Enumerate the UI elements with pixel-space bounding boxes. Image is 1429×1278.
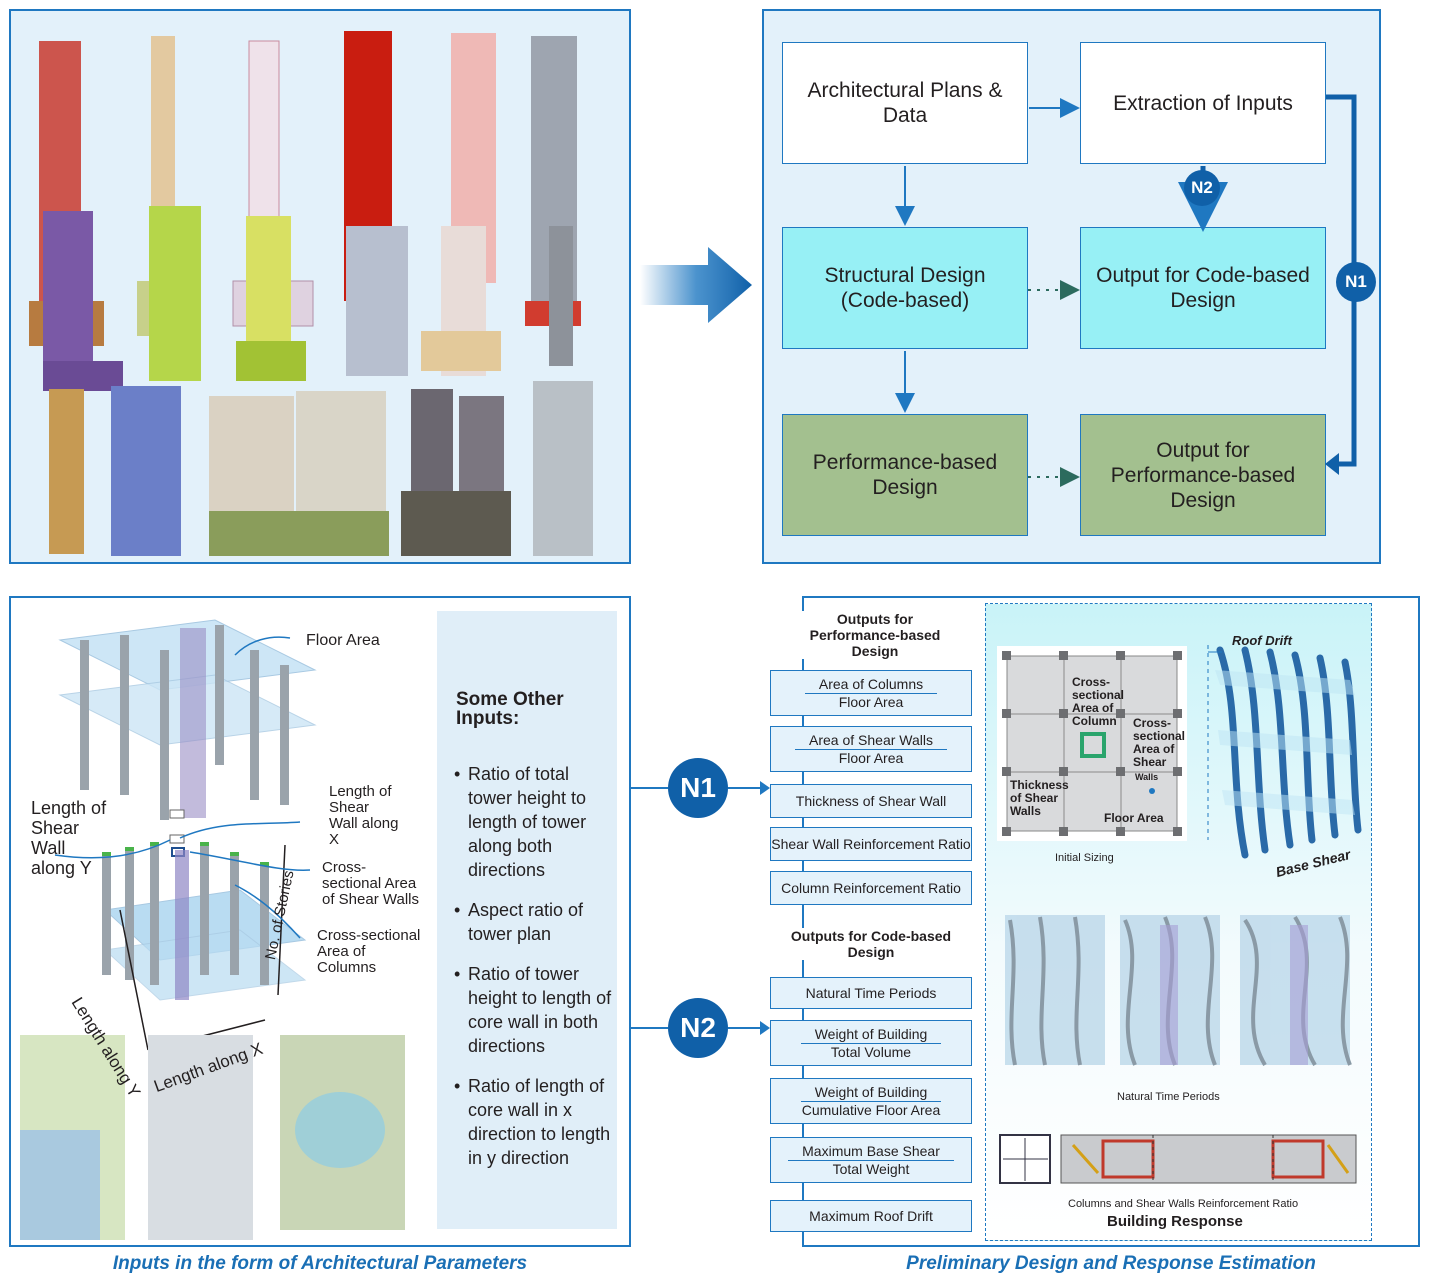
cs-shear-walls-word: Walls — [1135, 772, 1159, 782]
fraction-denominator: Cumulative Floor Area — [801, 1101, 941, 1118]
caption-right: Preliminary Design and Response Estimati… — [906, 1253, 1316, 1274]
structural-design-box: Structural Design (Code-based) — [782, 227, 1028, 349]
n1-badge: N1 — [668, 758, 728, 818]
building-models-panel — [9, 9, 631, 564]
shear-wall-x-label: Length of Shear Wall along X — [329, 783, 399, 848]
output-baseshear-weight: Maximum Base Shear Total Weight — [770, 1137, 972, 1183]
big-right-arrow — [640, 247, 752, 323]
extraction-box: Extraction of Inputs — [1080, 42, 1326, 164]
cs-column-label: Cross-sectional Area of Column — [1072, 675, 1125, 728]
reinforcement-sections — [999, 1134, 1357, 1184]
other-inputs-title: Some Other Inputs: — [456, 689, 564, 729]
output-sw-thickness: Thickness of Shear Wall — [770, 784, 972, 818]
building-response-label: Building Response — [1107, 1213, 1243, 1230]
fraction-denominator: Floor Area — [838, 749, 904, 766]
cs-shear-label: Cross-sectional Area of Shear — [1133, 716, 1186, 769]
fraction-numerator: Area of Columns — [804, 676, 938, 694]
cs-columns-label: Cross-sectional Area of Columns — [317, 927, 421, 976]
roof-drift-tower — [1207, 645, 1362, 859]
floor-area-small: Floor Area — [1104, 811, 1164, 825]
floor-area-label: Floor Area — [306, 632, 380, 649]
tower-exploded-illustration — [20, 619, 405, 1240]
fraction-numerator: Weight of Building — [800, 1084, 942, 1102]
natural-periods-label: Natural Time Periods — [1117, 1091, 1220, 1103]
fraction-denominator: Total Weight — [832, 1160, 910, 1177]
output-sw-reinf: Shear Wall Reinforcement Ratio — [770, 827, 972, 861]
performance-design-box: Performance-based Design — [782, 414, 1028, 536]
fraction-denominator: Floor Area — [838, 693, 904, 710]
output-sw-floor: Area of Shear Walls Floor Area — [770, 726, 972, 772]
n1-connector — [630, 781, 770, 795]
mode-shape-models — [1005, 915, 1352, 1067]
initial-sizing-grid — [1002, 651, 1182, 836]
output-roof-drift: Maximum Roof Drift — [770, 1200, 972, 1232]
reinf-ratio-label: Columns and Shear Walls Reinforcement Ra… — [1068, 1198, 1299, 1210]
roof-drift-label: Roof Drift — [1232, 633, 1292, 648]
caption-left: Inputs in the form of Architectural Para… — [112, 1253, 528, 1274]
fraction-numerator: Maximum Base Shear — [788, 1143, 954, 1161]
fraction-numerator: Weight of Building — [800, 1026, 942, 1044]
output-cols-floor: Area of Columns Floor Area — [770, 670, 972, 716]
other-input-item: Ratio of total tower height to length of… — [454, 762, 614, 882]
tower-model-row1 — [29, 31, 581, 346]
output-weight-volume: Weight of Building Total Volume — [770, 1020, 972, 1066]
output-weight-floor: Weight of Building Cumulative Floor Area — [770, 1078, 972, 1124]
fraction-numerator: Area of Shear Walls — [795, 732, 947, 750]
output-code-box: Output for Code-based Design — [1080, 227, 1326, 349]
tower-model-row2 — [43, 206, 573, 391]
n2-badge: N2 — [668, 998, 728, 1058]
output-col-reinf: Column Reinforcement Ratio — [770, 871, 972, 905]
other-input-item: Aspect ratio of tower plan — [454, 898, 614, 946]
cs-shear-walls-label: Cross-sectional Area of Shear Walls — [322, 859, 419, 908]
other-input-item: Ratio of tower height to length of core … — [454, 962, 614, 1058]
n2-connector — [630, 1021, 770, 1035]
output-time-periods: Natural Time Periods — [770, 977, 972, 1009]
building-models-illustration — [29, 31, 593, 556]
other-inputs-list: Ratio of total tower height to length of… — [454, 762, 614, 1186]
fraction-denominator: Total Volume — [830, 1043, 912, 1060]
thickness-label: Thickness of Shear Walls — [1010, 778, 1069, 818]
shear-wall-y-label: Length of Shear Wall along Y — [31, 798, 107, 878]
flow-connectors — [895, 94, 1357, 487]
n2-badge: N2 — [1184, 170, 1220, 206]
perf-outputs-title: Outputs for Performance-based Design — [800, 611, 950, 659]
arch-plans-box: Architectural Plans & Data — [782, 42, 1028, 164]
other-input-item: Ratio of length of core wall in x direct… — [454, 1074, 614, 1170]
output-perf-box: Output for Performance-based Design — [1080, 414, 1326, 536]
code-outputs-title: Outputs for Code-based Design — [770, 928, 972, 960]
tower-photo-row3 — [49, 381, 593, 556]
initial-sizing-label: Initial Sizing — [1055, 852, 1114, 864]
n1-badge: N1 — [1336, 262, 1376, 302]
